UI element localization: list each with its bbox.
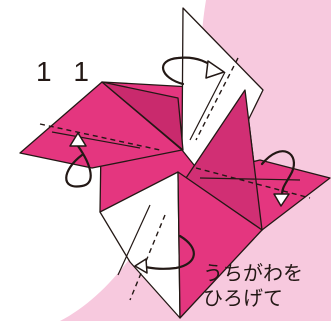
instruction-line-1: うちがわを [203, 262, 303, 287]
instruction-line-2: ひろげて [203, 287, 303, 312]
instruction-text: うちがわを ひろげて [203, 262, 303, 312]
step-number: 1 1 [36, 58, 96, 86]
